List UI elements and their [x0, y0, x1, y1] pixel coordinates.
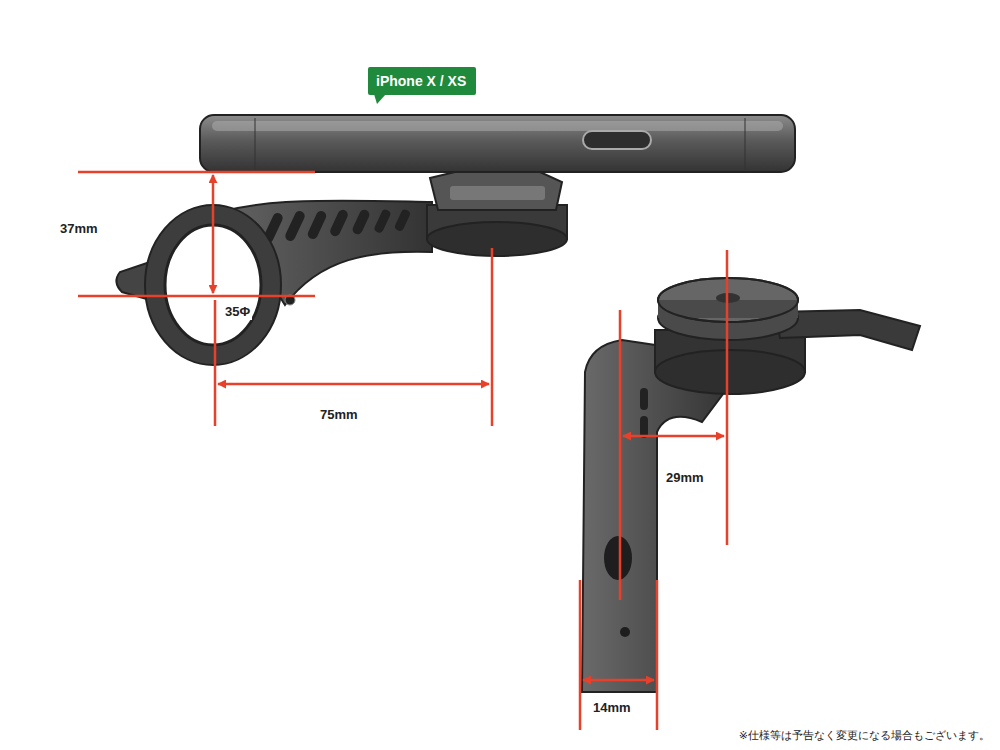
extension-line: [579, 580, 582, 730]
bracket-hole: [604, 536, 632, 580]
arm-slot: [329, 208, 350, 238]
dimension-lines: [78, 172, 727, 730]
dimension-arrow: [623, 435, 724, 438]
mount-front-view: [582, 278, 920, 692]
mount-head: [427, 172, 567, 256]
callout-tail: [374, 94, 386, 104]
phone-button: [583, 131, 651, 149]
handlebar-clamp: [116, 205, 295, 365]
model-callout: iPhone X / XS: [368, 67, 476, 95]
extension-line: [726, 250, 729, 545]
dimension-arrow: [212, 175, 215, 293]
bracket-slot: [640, 388, 648, 410]
extension-line: [491, 248, 494, 426]
bracket-hole: [620, 627, 630, 637]
dimension-label: 29mm: [664, 470, 706, 486]
dimension-arrow: [583, 679, 654, 682]
dimension-arrow: [218, 383, 489, 386]
mount-disc: [427, 222, 567, 256]
callout-text: iPhone X / XS: [376, 72, 466, 90]
front-disc: [655, 350, 805, 394]
mount-knob-face: [450, 186, 545, 200]
phone-seam: [255, 118, 256, 170]
arm-slot: [394, 208, 411, 232]
note-text: ※仕様等は予告なく変更になる場合もございます。: [737, 727, 992, 743]
diameter-label: 35Φ: [223, 304, 252, 320]
phone-highlight: [212, 121, 783, 131]
extension-line: [656, 580, 659, 730]
arm-slot: [373, 208, 391, 234]
phone-seam: [745, 118, 746, 170]
dimension-label: 75mm: [318, 407, 360, 423]
extension-line: [78, 171, 315, 174]
dimension-label: 37mm: [58, 221, 100, 237]
mount-knob: [430, 172, 562, 210]
arm-slot: [284, 209, 307, 242]
arm-slot: [306, 209, 328, 240]
phone-side-view: [200, 115, 795, 172]
extension-line: [619, 310, 622, 600]
extension-line: [78, 295, 315, 298]
dimension-label: 14mm: [591, 700, 633, 716]
phone-body: [200, 115, 795, 172]
bracket-slot: [640, 416, 648, 438]
arm-slot: [351, 208, 371, 236]
extension-line: [214, 300, 217, 426]
